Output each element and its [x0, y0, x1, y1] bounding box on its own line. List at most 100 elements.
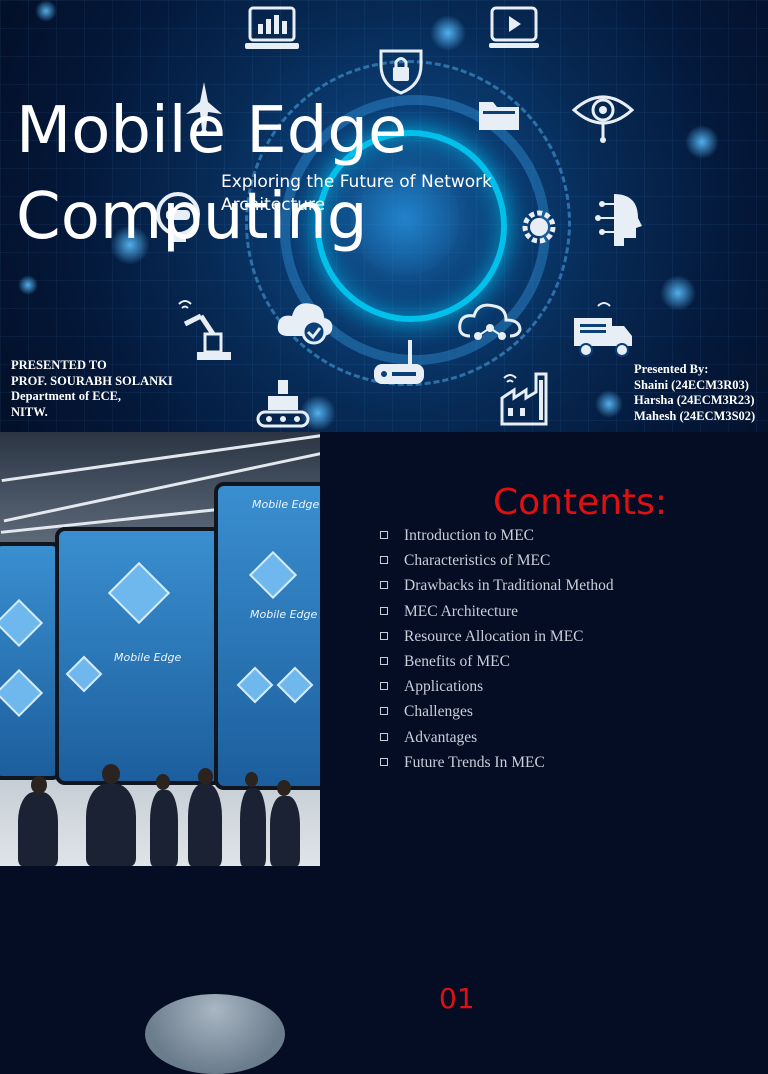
folder-icon — [477, 96, 521, 132]
slide-title: Mobile Edge Computing — [16, 94, 408, 254]
glowing-ring — [315, 130, 507, 322]
router-icon — [372, 338, 426, 388]
contents-item-label: Applications — [404, 678, 484, 696]
contents-title: Contents: — [493, 482, 668, 523]
robot-head-icon — [150, 188, 206, 244]
contents-item-label: Resource Allocation in MEC — [404, 627, 584, 645]
contents-item: MEC Architecture — [380, 599, 614, 624]
airplane-icon — [184, 80, 224, 140]
screen-label: Mobile Edge — [252, 498, 320, 511]
glow-dot — [18, 275, 38, 295]
square-bullet-icon — [380, 531, 388, 539]
audience-person — [18, 792, 58, 866]
screen-hex-icon — [276, 666, 314, 704]
square-bullet-icon — [380, 606, 388, 615]
presenter-name: Mahesh (24ECM3S02) — [634, 408, 756, 423]
contents-item-label: Future Trends In MEC — [404, 753, 545, 771]
screen-hex-icon — [65, 655, 103, 693]
cloud-network-icon — [458, 300, 522, 344]
video-play-icon — [489, 6, 539, 50]
eye-target-icon — [572, 84, 634, 144]
factory-icon — [500, 368, 556, 426]
screen-hex-icon — [0, 598, 44, 648]
audience-person — [270, 796, 300, 866]
screen-hex-icon — [107, 561, 171, 625]
glow-dot — [35, 0, 57, 22]
contents-item: Benefits of MEC — [380, 649, 614, 674]
audience-person — [86, 784, 136, 866]
square-bullet-icon — [380, 682, 388, 691]
glow-dot — [595, 390, 623, 418]
screen-label: Mobile Edge — [250, 608, 318, 621]
contents-item: Drawbacks in Traditional Method — [380, 573, 614, 598]
display-screen — [0, 542, 62, 780]
presented-by-heading: Presented By: — [634, 362, 709, 376]
core-circle — [350, 165, 460, 275]
audience-person — [240, 788, 266, 866]
audience-head — [102, 764, 120, 784]
contents-slide: Mobile Edge Mobile Edge Mobile Edge Cont… — [0, 432, 768, 1074]
audience-head — [156, 774, 170, 790]
glow-dot — [110, 225, 150, 265]
laptop-chart-icon — [245, 6, 299, 52]
display-screen: Mobile Edge Mobile Edge — [214, 482, 320, 790]
contents-item: Introduction to MEC — [380, 523, 614, 548]
contents-item: Resource Allocation in MEC — [380, 624, 614, 649]
contents-list: Introduction to MEC Characteristics of ME… — [380, 523, 614, 775]
lock-shield-icon — [373, 45, 429, 95]
title-slide: Mobile Edge Computing Exploring the Futu… — [0, 0, 768, 432]
slide-subtitle: Exploring the Future of Network Architec… — [221, 172, 493, 215]
square-bullet-icon — [380, 732, 388, 741]
square-bullet-icon — [380, 631, 388, 640]
presented-by-block: Presented By: Shaini (24ECM3R03) Harsha … — [634, 362, 755, 424]
screen-hex-icon — [248, 550, 298, 600]
slide-number: 01 — [439, 982, 475, 1015]
audience-head — [245, 772, 258, 787]
contents-item-label: Introduction to MEC — [404, 527, 535, 544]
audience-head — [277, 780, 291, 796]
audience-person — [188, 784, 222, 866]
screen-hex-icon — [236, 666, 274, 704]
presenter-name: Shaini (24ECM3R03) — [634, 377, 749, 392]
audience-person — [150, 790, 178, 866]
screen-hex-icon — [0, 668, 44, 718]
contents-item: Challenges — [380, 699, 614, 724]
square-bullet-icon — [380, 707, 388, 716]
conference-photo: Mobile Edge Mobile Edge Mobile Edge — [0, 432, 320, 866]
presented-to-heading: PRESENTED TO — [11, 358, 107, 372]
square-bullet-icon — [380, 581, 388, 590]
institute: NITW. — [11, 404, 48, 419]
robot-arm-icon — [175, 298, 235, 362]
contents-item-label: Advantages — [404, 728, 478, 746]
square-bullet-icon — [380, 556, 388, 565]
department: Department of ECE, — [11, 389, 122, 403]
audience-head — [198, 768, 213, 785]
contents-item: Applications — [380, 674, 614, 699]
decorative-circle — [145, 994, 285, 1074]
professor-name: PROF. SOURABH SOLANKI — [11, 373, 173, 388]
ai-head-icon — [592, 190, 642, 248]
contents-item: Characteristics of MEC — [380, 548, 614, 573]
square-bullet-icon — [380, 757, 388, 766]
screen-label: Mobile Edge — [114, 651, 182, 664]
display-screen: Mobile Edge — [55, 527, 228, 785]
presenter-name: Harsha (24ECM3R23) — [634, 393, 755, 407]
presented-to-block: PRESENTED TO PROF. SOURABH SOLANKI Depar… — [11, 358, 173, 420]
contents-item-label: Characteristics of MEC — [404, 552, 551, 570]
ceiling-truss — [1, 432, 320, 483]
cloud-check-icon — [274, 296, 336, 346]
contents-item: Advantages — [380, 725, 614, 750]
audience-head — [31, 776, 47, 794]
contents-item-label: Challenges — [404, 703, 473, 721]
contents-item: Future Trends In MEC — [380, 750, 614, 775]
contents-item-label: Drawbacks in Traditional Method — [404, 577, 614, 595]
outer-dashed-ring — [245, 60, 571, 386]
glow-dot — [685, 125, 719, 159]
contents-item-label: Benefits of MEC — [404, 652, 510, 670]
glow-dot — [660, 275, 696, 311]
conveyor-icon — [256, 378, 310, 428]
delivery-truck-icon — [572, 298, 634, 358]
square-bullet-icon — [380, 656, 388, 665]
gear-icon — [515, 203, 563, 251]
glow-dot — [430, 15, 466, 51]
